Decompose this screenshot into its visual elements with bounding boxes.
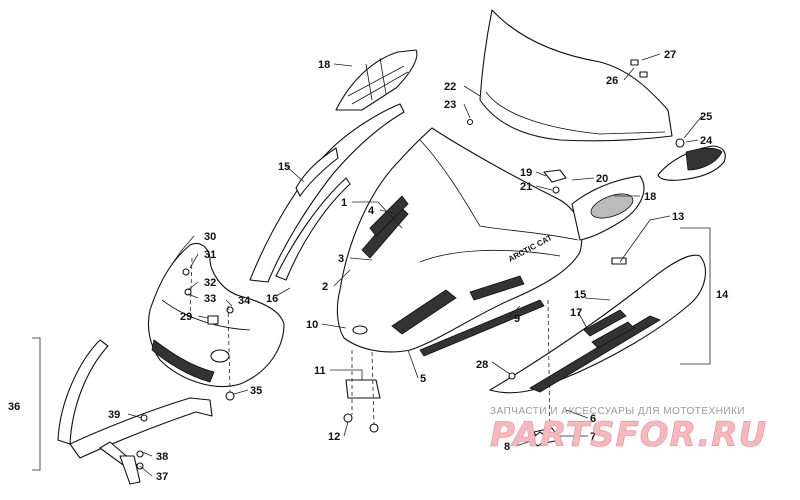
callout-36: 36 bbox=[8, 401, 20, 413]
callout-35: 35 bbox=[250, 385, 262, 397]
callout-39: 39 bbox=[108, 409, 120, 421]
callout-24: 24 bbox=[700, 135, 713, 147]
callout-7: 7 bbox=[590, 431, 596, 443]
assembly-lines bbox=[189, 257, 551, 441]
watermark-tagline: ЗАПЧАСТИ И АКСЕССУАРЫ ДЛЯ МОТОТЕХНИКИ bbox=[490, 406, 745, 417]
watermark: ЗАПЧАСТИ И АКСЕССУАРЫ ДЛЯ МОТОТЕХНИКИ PA… bbox=[490, 406, 767, 455]
callout-12: 12 bbox=[328, 431, 340, 443]
callout-3: 3 bbox=[338, 253, 344, 265]
callout-10: 10 bbox=[306, 319, 318, 331]
callout-6: 6 bbox=[590, 413, 596, 425]
callout-26: 26 bbox=[606, 75, 618, 87]
right-side-vent bbox=[571, 175, 645, 241]
right-side-panel bbox=[489, 254, 706, 394]
callout-4: 4 bbox=[368, 205, 375, 217]
callout-9: 9 bbox=[514, 313, 520, 325]
callout-23: 23 bbox=[444, 99, 456, 111]
hood: ARCTIC CAT bbox=[336, 127, 583, 357]
watermark-logo: PARTSFOR.RU bbox=[490, 415, 767, 455]
callout-28: 28 bbox=[476, 359, 488, 371]
callout-labels: 1 2 3 4 5 6 7 8 9 10 11 12 13 14 15 15 1… bbox=[8, 49, 729, 483]
hood-brackets bbox=[343, 379, 381, 433]
callout-18-upper: 18 bbox=[318, 59, 330, 71]
callout-30: 30 bbox=[204, 231, 216, 243]
callout-33: 33 bbox=[204, 293, 216, 305]
callout-37: 37 bbox=[156, 471, 168, 483]
callout-5: 5 bbox=[420, 373, 426, 385]
side-mirror-assembly bbox=[657, 138, 726, 181]
windshield-screws bbox=[630, 59, 648, 78]
callout-8: 8 bbox=[504, 441, 510, 453]
callout-31: 31 bbox=[204, 249, 216, 261]
callout-25: 25 bbox=[700, 111, 712, 123]
callout-11: 11 bbox=[314, 365, 326, 377]
callout-2: 2 bbox=[322, 281, 328, 293]
upper-vent-panel bbox=[335, 49, 418, 111]
callout-14: 14 bbox=[716, 289, 729, 301]
windshield bbox=[479, 9, 673, 142]
callout-21: 21 bbox=[520, 181, 532, 193]
callout-13: 13 bbox=[672, 211, 684, 223]
front-bumper bbox=[57, 339, 213, 485]
callout-29: 29 bbox=[180, 311, 192, 323]
callout-20: 20 bbox=[596, 173, 608, 185]
fasteners bbox=[136, 118, 567, 470]
leader-lines bbox=[32, 53, 711, 477]
callout-18-side: 18 bbox=[644, 191, 656, 203]
callout-15-lower: 15 bbox=[574, 289, 586, 301]
callout-27: 27 bbox=[664, 49, 676, 61]
callout-1: 1 bbox=[341, 197, 347, 209]
callout-38: 38 bbox=[156, 451, 168, 463]
callout-17: 17 bbox=[570, 307, 582, 319]
callout-16: 16 bbox=[266, 293, 278, 305]
clip-hardware bbox=[529, 427, 561, 447]
callout-15-upper: 15 bbox=[278, 161, 290, 173]
callout-19: 19 bbox=[520, 167, 532, 179]
callout-32: 32 bbox=[204, 277, 216, 289]
callout-22: 22 bbox=[444, 81, 456, 93]
callout-34: 34 bbox=[238, 295, 251, 307]
nose-cone bbox=[147, 242, 285, 388]
left-side-trim bbox=[249, 103, 405, 283]
mirror-bolt-icon bbox=[675, 138, 685, 148]
